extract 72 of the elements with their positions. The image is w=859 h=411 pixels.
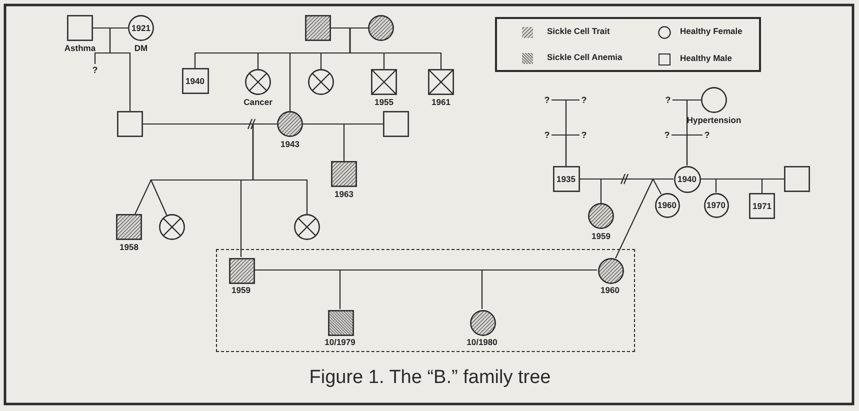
person-note: Cancer (244, 98, 272, 106)
female-symbol (159, 214, 185, 240)
pedigree-line (303, 123, 345, 161)
female-symbol (588, 203, 614, 229)
question-mark: ? (664, 94, 672, 106)
question-mark: ? (90, 64, 100, 76)
birth-year: 1940 (186, 76, 204, 86)
person-note: 1963 (334, 190, 354, 198)
male-symbol (305, 15, 331, 41)
female-symbol (674, 166, 700, 192)
person-note: DM (134, 44, 148, 52)
male-symbol (117, 111, 143, 137)
male-symbol (328, 310, 354, 336)
person-note: 1959 (592, 232, 610, 240)
male-symbol (784, 166, 810, 192)
female-symbol (701, 87, 727, 113)
pedigree-line (254, 269, 483, 309)
pedigree-line (331, 27, 442, 69)
pedigree-line (580, 178, 662, 194)
male-symbol (67, 15, 93, 41)
birth-year: 1940 (678, 174, 696, 184)
female-symbol (308, 69, 334, 95)
birth-year: 1960 (658, 200, 676, 210)
dashed-frame (216, 249, 635, 352)
male-symbol (552, 166, 580, 192)
birth-year: 1970 (706, 200, 726, 210)
male-symbol (331, 161, 357, 187)
person-note: 1960 (600, 286, 620, 294)
female-symbol (598, 258, 624, 284)
legend-label: Sickle Cell Anemia (547, 53, 622, 62)
female-symbol (368, 15, 394, 41)
person-note: Asthma (64, 44, 96, 52)
female-symbol (294, 214, 320, 240)
question-mark: ? (580, 94, 588, 106)
person-note: 1943 (280, 140, 300, 148)
male-symbol (229, 258, 255, 284)
person-note: 1961 (432, 98, 450, 106)
legend-label: Healthy Male (680, 54, 732, 62)
female-symbol (128, 15, 154, 41)
pedigree-line (672, 134, 688, 166)
female-symbol (277, 111, 303, 137)
figure-caption: Figure 1. The “B.” family tree (309, 367, 551, 389)
question-mark: ? (580, 129, 588, 141)
male-symbol (383, 111, 409, 137)
question-mark: ? (542, 94, 552, 106)
person-note: 10/1980 (466, 338, 498, 346)
person-note: 1955 (374, 98, 394, 106)
female-symbol (470, 310, 496, 336)
birth-year: 1935 (556, 174, 576, 184)
female-symbol (654, 192, 680, 218)
male-symbol (182, 68, 208, 94)
female-symbol (245, 69, 271, 95)
legend-label: Healthy Female (680, 27, 742, 36)
pedigree-line (143, 123, 308, 214)
birth-year: 1971 (752, 202, 772, 210)
question-mark: ? (702, 129, 712, 141)
male-symbol (371, 69, 397, 95)
person-note: 10/1979 (324, 338, 356, 346)
person-note: 1959 (232, 286, 250, 294)
question-mark: ? (542, 129, 552, 141)
person-note: 1958 (120, 243, 138, 252)
pedigree-line (552, 134, 567, 166)
person-note: Hypertension (686, 116, 742, 124)
pedigree-line (93, 27, 131, 111)
birth-year: 1921 (132, 24, 150, 32)
female-symbol (704, 192, 728, 218)
male-symbol (749, 193, 775, 219)
question-mark: ? (662, 129, 672, 141)
pedigree-line (761, 178, 784, 193)
legend-label: Sickle Cell Trait (547, 27, 610, 36)
male-symbol (428, 69, 454, 95)
male-symbol (116, 214, 142, 240)
